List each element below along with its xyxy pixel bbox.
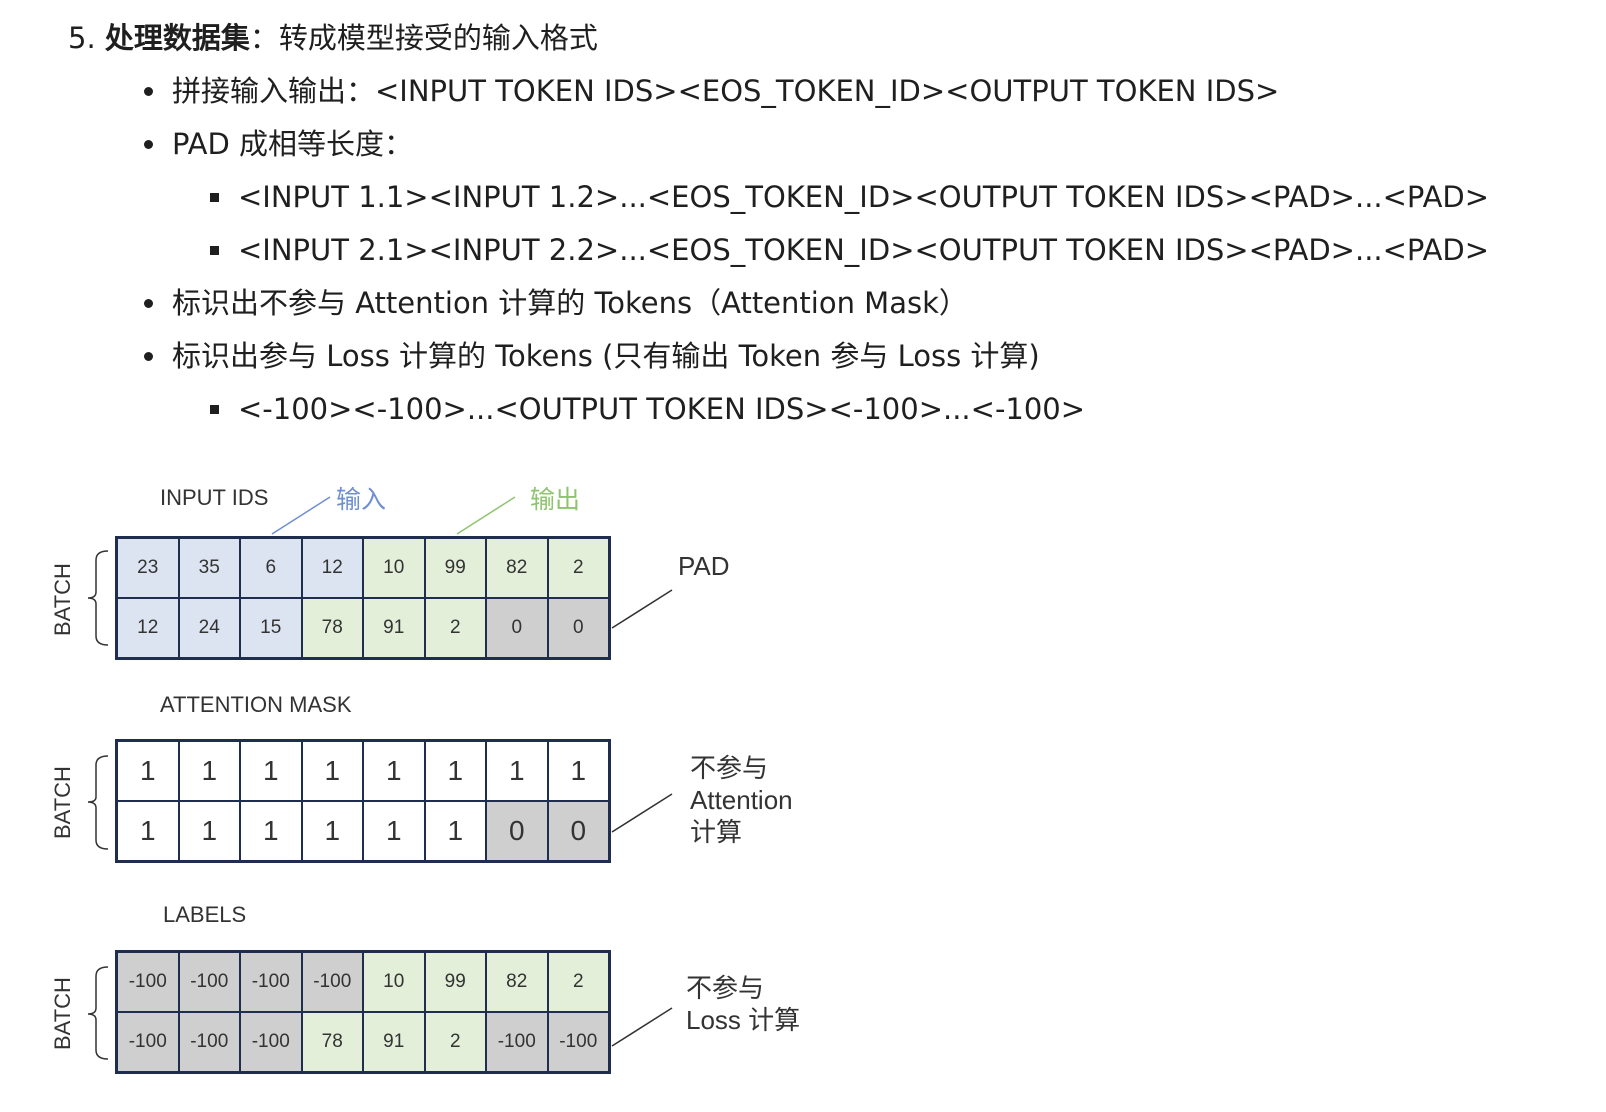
grid-cell: 1 bbox=[301, 801, 363, 861]
input-leader-line bbox=[271, 496, 331, 535]
square-marker bbox=[210, 193, 219, 202]
heading-number: 5. bbox=[68, 21, 96, 55]
grid-cell: 24 bbox=[178, 598, 240, 658]
list-item: <INPUT 2.1><INPUT 2.2>...<EOS_TOKEN_ID><… bbox=[238, 233, 1490, 267]
heading-bold: 处理数据集 bbox=[104, 21, 250, 55]
grid-cell: 23 bbox=[117, 538, 179, 598]
side-note-line: 不参与 bbox=[690, 753, 769, 783]
batch-label: BATCH bbox=[50, 766, 75, 839]
grid-cell: -100 bbox=[240, 952, 302, 1012]
grid-cell: 1 bbox=[240, 801, 302, 861]
list-item: 标识出参与 Loss 计算的 Tokens (只有输出 Token 参与 Los… bbox=[172, 339, 1040, 373]
square-marker bbox=[210, 405, 219, 414]
grid-cell: 1 bbox=[424, 801, 486, 861]
grid-cell: 0 bbox=[547, 801, 609, 861]
grid-cell: 2 bbox=[547, 538, 609, 598]
batch-label: BATCH bbox=[50, 977, 75, 1050]
grid-cell: -100 bbox=[117, 952, 179, 1012]
grid-cell: 1 bbox=[240, 741, 302, 801]
list-item: <-100><-100>...<OUTPUT TOKEN IDS><-100>.… bbox=[238, 392, 1086, 426]
grid-cell: 0 bbox=[486, 801, 548, 861]
grid-cell: -100 bbox=[178, 1012, 240, 1072]
loss-leader-line bbox=[611, 1007, 673, 1047]
grid-cell: -100 bbox=[301, 952, 363, 1012]
grid-cell: 1 bbox=[363, 801, 425, 861]
side-note-line: 不参与 bbox=[686, 973, 765, 1003]
grid-cell: 78 bbox=[301, 1012, 363, 1072]
side-note-line: 计算 bbox=[690, 817, 743, 847]
side-note: PAD bbox=[678, 550, 730, 582]
heading-rest: ：转成模型接受的输入格式 bbox=[249, 21, 598, 55]
square-marker bbox=[210, 246, 219, 255]
grid-cell: -100 bbox=[240, 1012, 302, 1072]
grid-title: INPUT IDS bbox=[160, 485, 269, 510]
grid-cell: 35 bbox=[178, 538, 240, 598]
bullet-marker bbox=[144, 352, 153, 361]
grid-cell: 78 bbox=[301, 598, 363, 658]
grid-cell: -100 bbox=[547, 1012, 609, 1072]
grid-cell: 82 bbox=[486, 952, 548, 1012]
grid-cell: 1 bbox=[178, 801, 240, 861]
grid-cell: 1 bbox=[117, 741, 179, 801]
grid-cell: -100 bbox=[117, 1012, 179, 1072]
bullet-marker bbox=[144, 140, 153, 149]
bullet-marker bbox=[144, 299, 153, 308]
grid-cell: 0 bbox=[547, 598, 609, 658]
grid-cell: 10 bbox=[363, 952, 425, 1012]
grid-cell: 1 bbox=[486, 741, 548, 801]
input-label: 输入 bbox=[336, 486, 387, 514]
list-item: <INPUT 1.1><INPUT 1.2>...<EOS_TOKEN_ID><… bbox=[238, 180, 1490, 214]
output-label: 输出 bbox=[530, 486, 581, 514]
grid-cell: 0 bbox=[486, 598, 548, 658]
grid-cell: 2 bbox=[547, 952, 609, 1012]
list-item: 标识出不参与 Attention 计算的 Tokens（Attention Ma… bbox=[172, 286, 968, 320]
grid-cell: 99 bbox=[424, 538, 486, 598]
grid-cell: 99 bbox=[424, 952, 486, 1012]
grid-cell: 1 bbox=[117, 801, 179, 861]
grid-cell: 1 bbox=[363, 741, 425, 801]
grid-cell: 1 bbox=[547, 741, 609, 801]
bullet-marker bbox=[144, 87, 153, 96]
grid-title: ATTENTION MASK bbox=[160, 692, 352, 717]
grid-cell: 15 bbox=[240, 598, 302, 658]
batch-braces bbox=[87, 550, 109, 1060]
grid-cell: 1 bbox=[424, 741, 486, 801]
grid-cell: 91 bbox=[363, 1012, 425, 1072]
grid-cell: 2 bbox=[424, 1012, 486, 1072]
side-note-line: Attention bbox=[690, 785, 793, 815]
list-item: 拼接输入输出：<INPUT TOKEN IDS><EOS_TOKEN_ID><O… bbox=[172, 74, 1280, 108]
attention-leader-line bbox=[611, 793, 673, 833]
output-leader-line bbox=[456, 496, 516, 535]
grid-cell: 1 bbox=[301, 741, 363, 801]
side-note-line: Loss 计算 bbox=[686, 1005, 801, 1035]
grid-cell: 2 bbox=[424, 598, 486, 658]
grid-cell: 6 bbox=[240, 538, 302, 598]
side-note-line: PAD bbox=[678, 551, 730, 581]
grid-cell: 10 bbox=[363, 538, 425, 598]
grid-cell: 1 bbox=[178, 741, 240, 801]
grid-cell: 91 bbox=[363, 598, 425, 658]
list-item: PAD 成相等长度： bbox=[172, 127, 414, 161]
batch-label: BATCH bbox=[50, 563, 75, 636]
grid-cell: -100 bbox=[486, 1012, 548, 1072]
grid-cell: 12 bbox=[117, 598, 179, 658]
grid-cell: -100 bbox=[178, 952, 240, 1012]
section-heading: 5. 处理数据集：转成模型接受的输入格式 bbox=[68, 20, 598, 56]
grid-cell: 82 bbox=[486, 538, 548, 598]
grid-cell: 12 bbox=[301, 538, 363, 598]
grid-title: LABELS bbox=[163, 902, 247, 927]
pad-leader-line bbox=[611, 589, 673, 629]
